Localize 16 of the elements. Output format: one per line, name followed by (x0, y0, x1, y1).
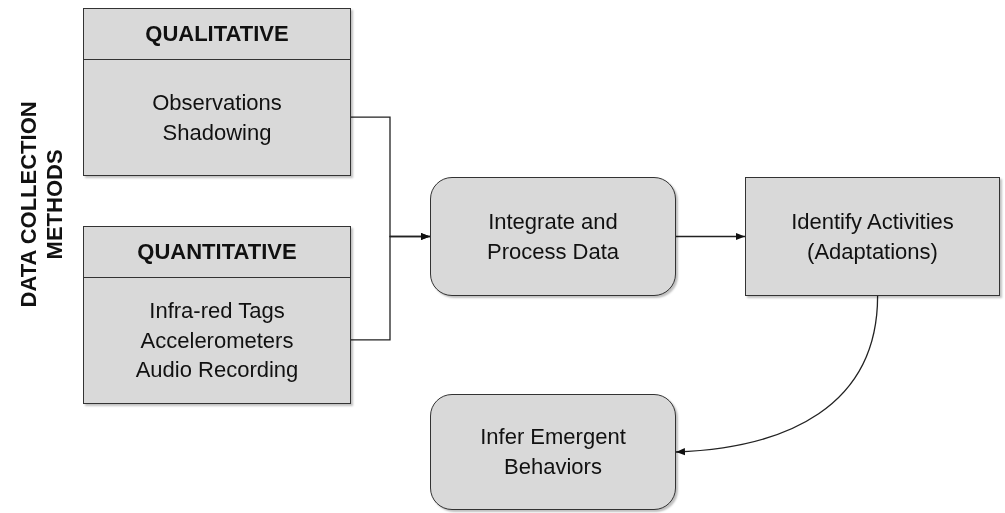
method-list: Infra-red Tags Accelerometers Audio Recording (113, 295, 321, 386)
step-box (745, 177, 1000, 296)
box-text: Infer Emergent Behaviors (479, 423, 627, 481)
arrow (350, 232, 431, 341)
box-text: Identify Activities (Adaptations) (790, 207, 955, 266)
box-heading: QUALITATIVE (84, 9, 350, 60)
method-box (83, 8, 351, 176)
arrow (675, 232, 746, 241)
process-box (430, 177, 676, 296)
box-text: Integrate and Process Data (485, 207, 621, 266)
method-list: Observations Shadowing (113, 87, 321, 148)
method-box (83, 226, 351, 404)
box-heading: QUANTITATIVE (84, 227, 350, 278)
side-label: DATA COLLECTION METHODS (15, 100, 68, 310)
process-box (430, 394, 676, 510)
arrow (675, 295, 879, 455)
